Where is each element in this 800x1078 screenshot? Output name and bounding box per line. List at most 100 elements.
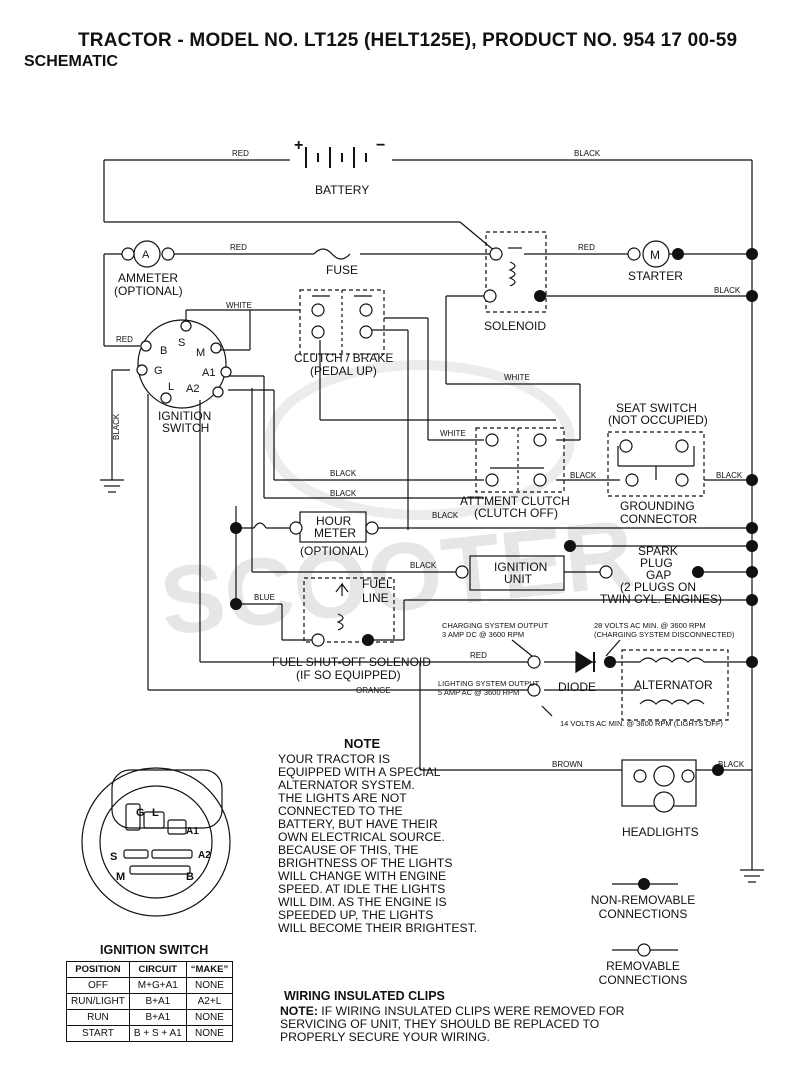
- battery-label: BATTERY: [315, 183, 369, 197]
- table-cell: OFF: [66, 977, 130, 994]
- terminal-s: S: [178, 337, 185, 349]
- terminal-a2: A2: [186, 383, 199, 395]
- ignition-unit-sub: UNIT: [504, 572, 533, 586]
- note-line: BRIGHTNESS OF THE LIGHTS: [278, 856, 453, 870]
- lighting-spec-line1: LIGHTING SYSTEM OUTPUT: [438, 679, 540, 688]
- ammeter-icon: [133, 240, 161, 268]
- note-line: EQUIPPED WITH A SPECIAL: [278, 765, 441, 779]
- seat-switch-label: SEAT SWITCH: [616, 401, 697, 415]
- table-row: START B + S + A1 NONE: [66, 1025, 234, 1042]
- clips-note: NOTE: IF WIRING INSULATED CLIPS WERE REM…: [280, 1005, 624, 1044]
- wire-label-black-grounding: BLACK: [716, 471, 743, 480]
- wire-label-red-fuse: RED: [230, 243, 247, 252]
- terminal-m: M: [196, 347, 205, 359]
- wire-label-white-right: WHITE: [504, 373, 530, 382]
- terminal-a1: A1: [202, 367, 215, 379]
- battery-minus: −: [376, 137, 385, 154]
- wire-label-black-attment3: BLACK: [432, 511, 459, 520]
- spark-plug-label4: (2 PLUGS ON: [620, 580, 696, 594]
- lighting-spec-line2: 5 AMP AC @ 3600 RPM: [438, 688, 519, 697]
- legend-non-removable: NON-REMOVABLE CONNECTIONS: [587, 893, 699, 921]
- hour-meter-optional: (OPTIONAL): [300, 544, 369, 558]
- legend-removable-line2: CONNECTIONS: [598, 973, 688, 987]
- wire-label-black-seat: BLACK: [570, 471, 597, 480]
- illus-terminal-l: L: [152, 807, 159, 819]
- starter-symbol: M: [650, 248, 660, 262]
- ignition-switch-sub: SWITCH: [162, 421, 209, 435]
- attment-label: ATT'MENT CLUTCH: [460, 494, 570, 508]
- wire-label-blue: BLUE: [254, 593, 275, 602]
- ammeter-symbol: A: [142, 249, 150, 261]
- wire-label-brown: BROWN: [552, 760, 583, 769]
- diode-label: DIODE: [558, 680, 596, 694]
- wire-label-black-ignunit: BLACK: [410, 561, 437, 570]
- note-line: SPEED. AT IDLE THE LIGHTS: [278, 882, 446, 896]
- fuel-line-label1: FUEL: [362, 577, 393, 591]
- illus-terminal-a2: A2: [198, 850, 211, 861]
- table-cell: A2+L: [185, 993, 234, 1010]
- note-line: BECAUSE OF THIS, THE: [278, 843, 419, 857]
- alternator-label: ALTERNATOR: [634, 678, 713, 692]
- battery-plus: +: [294, 137, 303, 154]
- wire-label-red-ignition: RED: [116, 335, 133, 344]
- page-subtitle: SCHEMATIC: [24, 53, 118, 70]
- volts28-spec-line2: (CHARGING SYSTEM DISCONNECTED): [594, 630, 735, 639]
- wire-label-red-battery: RED: [232, 149, 249, 158]
- table-cell: M+G+A1: [128, 977, 187, 994]
- spark-plug-label3: GAP: [646, 568, 671, 582]
- charging-spec-line1: CHARGING SYSTEM OUTPUT: [442, 621, 549, 630]
- volts14-spec: 14 VOLTS AC MIN. @ 3600 RPM (LIGHTS OFF): [560, 719, 723, 728]
- table-row: RUN/LIGHT B+A1 A2+L: [66, 993, 234, 1010]
- wire-label-white-attment: WHITE: [440, 429, 466, 438]
- illus-terminal-g: G: [136, 807, 145, 819]
- grounding-label: GROUNDING: [620, 499, 695, 513]
- note-line: CONNECTED TO THE: [278, 804, 403, 818]
- wire-label-black-attment2: BLACK: [330, 489, 357, 498]
- hour-meter-label2: METER: [314, 526, 356, 540]
- clips-note-text1: IF WIRING INSULATED CLIPS WERE REMOVED F…: [317, 1004, 625, 1018]
- note-line: WILL CHANGE WITH ENGINE: [278, 869, 447, 883]
- spark-plug-label1: SPARK: [638, 544, 678, 558]
- wire-label-black-solenoid: BLACK: [714, 286, 741, 295]
- note-line: WILL DIM. AS THE ENGINE IS: [278, 895, 447, 909]
- charging-spec-line2: 3 AMP DC @ 3600 RPM: [442, 630, 524, 639]
- ignition-table-title: IGNITION SWITCH: [100, 943, 209, 957]
- starter-label: STARTER: [628, 269, 683, 283]
- wire-label-red-diode: RED: [470, 651, 487, 660]
- clips-note-line1: NOTE: IF WIRING INSULATED CLIPS WERE REM…: [280, 1005, 624, 1018]
- table-header-row: POSITION CIRCUIT “MAKE”: [66, 961, 234, 978]
- seat-switch-sub: (NOT OCCUPIED): [608, 413, 708, 427]
- table-cell: B + S + A1: [128, 1025, 187, 1042]
- terminal-b: B: [160, 345, 167, 357]
- ignition-switch-table: POSITION CIRCUIT “MAKE” OFF M+G+A1 NONE …: [66, 961, 234, 1042]
- ignition-switch-label: IGNITION: [158, 409, 211, 423]
- note-line: BATTERY, BUT HAVE THEIR: [278, 817, 438, 831]
- attment-sub: (CLUTCH OFF): [474, 506, 558, 520]
- wire-label-red-starter: RED: [578, 243, 595, 252]
- wire-label-white-clutch: WHITE: [226, 301, 252, 310]
- terminal-l: L: [168, 381, 174, 393]
- fuel-solenoid-label: FUEL SHUT-OFF SOLENOID: [272, 655, 431, 669]
- wire-label-black-headlight: BLACK: [718, 760, 745, 769]
- ignition-unit-label: IGNITION: [494, 560, 547, 574]
- column-header: CIRCUIT: [128, 961, 187, 978]
- table-cell: RUN/LIGHT: [66, 993, 130, 1010]
- clutch-brake-label: CLUTCH / BRAKE: [294, 351, 393, 365]
- grounding-sub: CONNECTOR: [620, 512, 697, 526]
- fuse-label: FUSE: [326, 263, 358, 277]
- terminal-g: G: [154, 365, 163, 377]
- starter-motor-icon: [642, 240, 670, 268]
- hour-meter-label: HOUR: [316, 514, 352, 528]
- table-cell: NONE: [185, 977, 234, 994]
- legend-removable-line1: REMOVABLE: [606, 959, 680, 973]
- ammeter-label: AMMETER: [118, 271, 178, 285]
- note-line: OWN ELECTRICAL SOURCE.: [278, 830, 445, 844]
- clips-note-line3: PROPERLY SECURE YOUR WIRING.: [280, 1030, 490, 1044]
- table-cell: NONE: [185, 1025, 234, 1042]
- illus-terminal-b: B: [186, 871, 194, 883]
- note-title: NOTE: [344, 736, 381, 751]
- table-cell: B+A1: [128, 993, 187, 1010]
- note-line: WILL BECOME THEIR BRIGHTEST.: [278, 921, 478, 935]
- spark-plug-label5: TWIN CYL. ENGINES): [600, 592, 722, 606]
